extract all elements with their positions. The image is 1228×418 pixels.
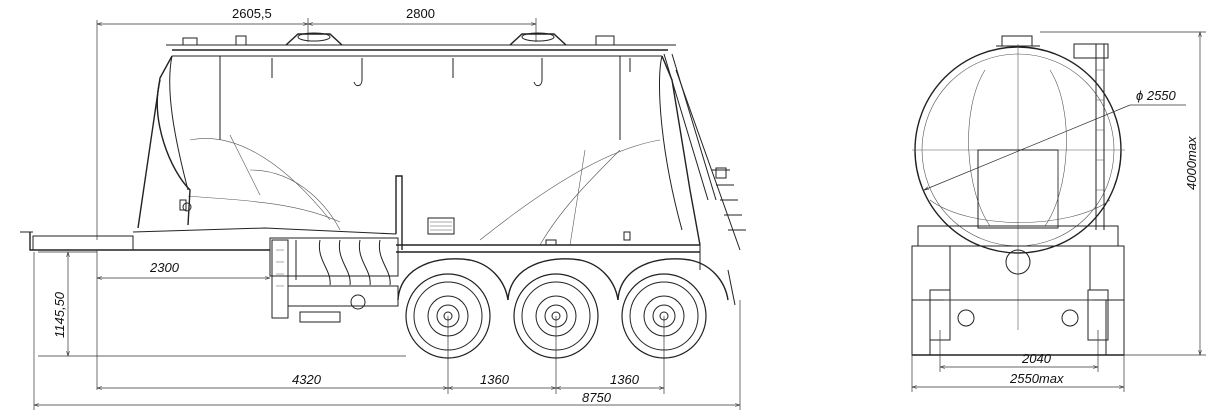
- bottom-dimensions: 2300 1145,50 4320 1360 1360 8750: [33, 250, 741, 410]
- dim-height-label: 4000max: [1184, 136, 1199, 190]
- side-view: 2605,5 2800: [20, 6, 746, 410]
- chassis-frame: [20, 175, 736, 323]
- dim-2800-label: 2800: [406, 6, 435, 21]
- dim-1360a-label: 1360: [480, 372, 510, 387]
- dim-8750-label: 8750: [582, 390, 612, 405]
- dim-1360b-label: 1360: [610, 372, 640, 387]
- dim-1145-label: 1145,50: [52, 291, 67, 338]
- dim-width-label: 2550max: [1009, 371, 1064, 386]
- dim-4320-label: 4320: [292, 372, 322, 387]
- dim-2605-label: 2605,5: [232, 6, 272, 21]
- tank-body: [137, 32, 746, 251]
- dim-diameter-label: ϕ 2550: [1136, 88, 1177, 103]
- dim-2300-label: 2300: [149, 260, 180, 275]
- rear-view: ϕ 2550 4000max 2040: [911, 31, 1206, 392]
- dim-track-label: 2040: [1021, 351, 1052, 366]
- top-dimensions: 2605,5 2800: [96, 6, 537, 240]
